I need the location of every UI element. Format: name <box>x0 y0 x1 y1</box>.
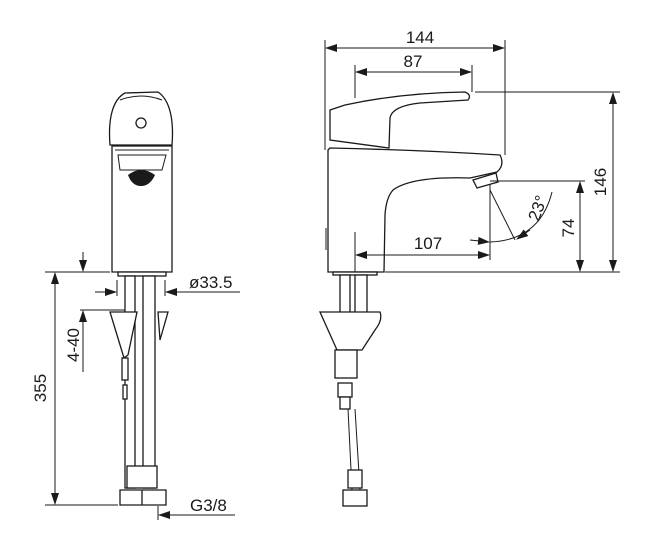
side-escutcheon <box>318 311 382 351</box>
front-nut <box>119 489 167 506</box>
side-lever <box>329 91 471 149</box>
front-view: 355 4-40 ø33.5 G3/8 <box>31 91 240 520</box>
dim-spout-height: 74 <box>559 219 578 238</box>
dim-spout-angle: 23° <box>525 193 552 224</box>
dim-deck-thickness: 4-40 <box>64 328 83 362</box>
side-view: 144 87 146 74 107 23° <box>318 28 620 507</box>
dim-height: 146 <box>591 168 610 196</box>
front-pipe-left <box>124 275 136 489</box>
front-escutcheon <box>109 311 138 360</box>
dim-total-depth: 144 <box>406 28 434 47</box>
front-aerator <box>128 170 155 186</box>
dim-hole-diameter: ø33.5 <box>189 273 232 292</box>
front-pipe-right <box>142 275 156 489</box>
front-body <box>111 145 173 273</box>
dim-spout-reach: 107 <box>414 234 442 253</box>
side-aerator <box>472 172 499 189</box>
side-nut <box>342 489 368 507</box>
side-body <box>327 147 503 273</box>
dim-lever-length: 87 <box>404 52 423 71</box>
dim-connection: G3/8 <box>190 496 227 515</box>
dim-total-height: 355 <box>31 374 50 402</box>
front-handle-indicator <box>135 117 147 129</box>
